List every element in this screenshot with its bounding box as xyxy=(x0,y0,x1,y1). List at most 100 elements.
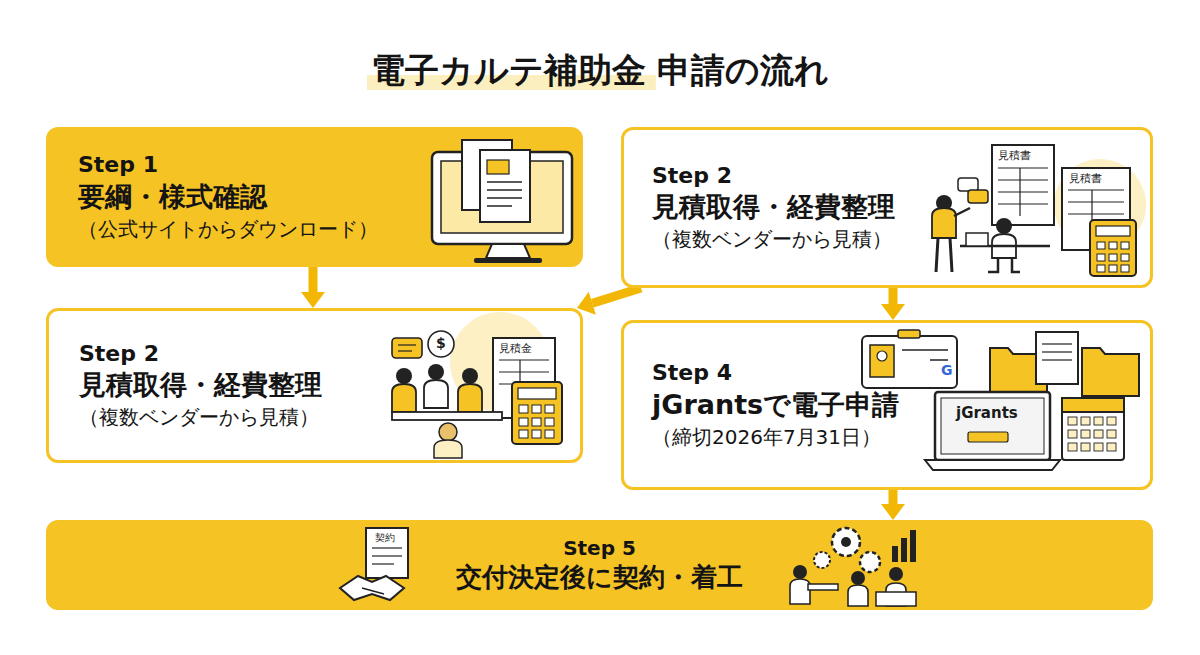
illustration-part xyxy=(458,384,482,412)
arrow-shaft xyxy=(309,267,318,292)
illustration-part xyxy=(1121,242,1129,249)
illustration-part xyxy=(832,528,860,556)
illustration-part xyxy=(1094,417,1103,425)
illustration-part xyxy=(392,338,422,358)
illustration-part xyxy=(992,234,1016,258)
text-group: Step 2見積取得・経費整理（複数ベンダーから見積） xyxy=(652,130,895,285)
flow-arrow xyxy=(881,490,905,520)
illustration-part xyxy=(808,584,838,590)
illustration-part xyxy=(1082,348,1139,396)
illustration-part xyxy=(932,208,956,238)
illustration-part xyxy=(898,330,920,338)
illustration-part xyxy=(877,351,887,361)
illustration-label: 見積書 xyxy=(998,150,1031,162)
illustration-part xyxy=(519,418,528,426)
illustration-part xyxy=(1121,265,1129,272)
illustration-part xyxy=(1068,189,1124,190)
illustration-part xyxy=(474,258,542,263)
illustration-part xyxy=(1096,226,1130,236)
title-bar: 電子カルテ補助金 申請の流れ xyxy=(0,48,1200,94)
illustration-part xyxy=(439,423,457,441)
arrow-head xyxy=(301,292,325,308)
step-box: Step 5交付決定後に契約・着工 xyxy=(46,520,1153,610)
step-note: （公式サイトからダウンロード） xyxy=(78,215,378,243)
illustration-part xyxy=(1097,242,1105,249)
illustration-part xyxy=(1109,254,1117,261)
illustration-part xyxy=(1097,265,1105,272)
illustration-part xyxy=(930,359,948,361)
illustration-label: 契約 xyxy=(375,532,395,543)
arrow-shaft xyxy=(889,288,898,304)
illustration-part xyxy=(1091,190,1092,240)
illustration-part xyxy=(870,345,894,377)
step-note: （複数ベンダーから見積） xyxy=(79,403,322,431)
illustration-part xyxy=(990,348,1047,396)
step-number: Step 5 xyxy=(563,535,636,561)
illustration-part xyxy=(428,364,444,380)
illustration-part xyxy=(486,244,530,258)
illustration-part xyxy=(998,167,1048,168)
step-heading: 見積取得・経費整理 xyxy=(652,189,895,225)
illustration-part xyxy=(434,440,462,458)
illustration-part xyxy=(935,392,1050,460)
illustration-part xyxy=(988,258,1020,272)
illustration-part xyxy=(960,245,1050,248)
illustration-part xyxy=(1042,343,1072,344)
illustration-part xyxy=(545,430,554,438)
illustration-part xyxy=(372,547,402,548)
step-note: （締切2026年7月31日） xyxy=(652,423,899,451)
illustration-part xyxy=(1019,168,1020,216)
illustration-part xyxy=(1107,430,1116,438)
illustration-part xyxy=(518,388,556,399)
illustration-part xyxy=(790,579,810,604)
step-heading: 要綱・様式確認 xyxy=(78,179,378,215)
illustration-part xyxy=(1062,398,1124,412)
illustration-part xyxy=(532,418,541,426)
illustration-part xyxy=(860,552,880,572)
illustration-label: jGrants xyxy=(956,405,1018,422)
illustration-part xyxy=(1109,265,1117,272)
flow-arrow xyxy=(577,288,641,315)
step-number: Step 2 xyxy=(652,162,895,190)
illustration-label: 見積金 xyxy=(499,343,532,355)
illustration-part xyxy=(372,555,402,556)
step-box: Step 2見積取得・経費整理（複数ベンダーから見積） xyxy=(46,308,583,463)
illustration-part xyxy=(532,430,541,438)
illustration-part xyxy=(499,383,549,384)
illustration-part xyxy=(1068,417,1077,425)
illustration-part xyxy=(886,583,906,606)
illustration-part xyxy=(998,179,1048,180)
step-box: Step 1要綱・様式確認（公式サイトからダウンロード） xyxy=(46,127,583,267)
step-number: Step 1 xyxy=(78,151,378,179)
illustration-part xyxy=(1121,254,1129,261)
illustration-part xyxy=(910,530,916,562)
illustration-part xyxy=(862,336,957,388)
illustration-part xyxy=(372,563,394,564)
illustration-part xyxy=(1081,443,1090,451)
illustration-part xyxy=(1062,168,1130,250)
illustration-part xyxy=(1068,417,1116,451)
illustration-part xyxy=(545,418,554,426)
step-heading: 見積取得・経費整理 xyxy=(79,367,322,403)
illustration-part xyxy=(1097,254,1105,261)
illustration-part xyxy=(1068,430,1077,438)
illustration-part xyxy=(996,218,1012,234)
text-group: Step 4jGrantsで電子申請（締切2026年7月31日） xyxy=(652,323,899,487)
illustration-part xyxy=(545,405,554,413)
step-heading: 交付決定後に契約・着工 xyxy=(456,561,743,595)
flow-arrow xyxy=(301,267,325,308)
illustration-part xyxy=(1042,359,1072,360)
step-number: Step 2 xyxy=(79,340,322,368)
illustration-part xyxy=(851,571,865,585)
illustration-part xyxy=(1107,443,1116,451)
illustration-part xyxy=(392,384,416,412)
illustration-part xyxy=(966,233,988,246)
illustration-part xyxy=(532,405,541,413)
illustration-part xyxy=(487,189,522,191)
illustration-part xyxy=(340,576,404,600)
step-heading: jGrantsで電子申請 xyxy=(652,387,899,423)
illustration-part xyxy=(499,371,549,372)
step-box: Step 4jGrantsで電子申請（締切2026年7月31日） xyxy=(621,320,1153,490)
illustration-part xyxy=(848,585,868,606)
illustration-part xyxy=(936,238,952,272)
